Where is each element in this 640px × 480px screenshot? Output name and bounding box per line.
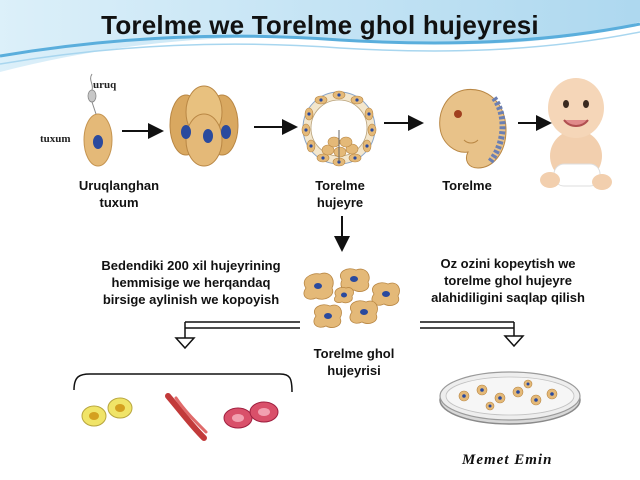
branch-left-connector — [174, 321, 300, 350]
sperm-label: uruq — [93, 79, 117, 91]
branch-right-connector — [420, 321, 525, 348]
embryonic-cell-label: Torelme hujeyre — [315, 178, 365, 210]
yellow-cells — [81, 397, 133, 427]
slide-title: Torelme we Torelme ghol hujeyresi — [101, 10, 539, 40]
fertilized-egg-label: Uruqlanghan tuxum — [78, 178, 160, 210]
author-signature: Memet Emin — [462, 452, 553, 468]
differentiation-label: Bedendiki 200 xil hujeyrining hemmisige … — [101, 258, 281, 307]
embryo-label: Torelme — [442, 178, 492, 193]
baby-photo-illustration — [540, 78, 612, 190]
red-blood-cells — [223, 401, 279, 429]
differentiation-bracket — [73, 373, 293, 393]
stem-cell-label: Torelme ghol hujeyrisi — [313, 346, 395, 378]
muscle-cells — [165, 393, 208, 441]
egg-label: tuxum — [40, 133, 71, 145]
blastocyst-illustration — [301, 90, 377, 167]
differentiated-cells-illustration — [81, 393, 279, 441]
fertilized-egg-illustration — [83, 73, 113, 167]
embryo-illustration — [439, 88, 507, 169]
morula-illustration — [169, 85, 239, 167]
petri-dish-illustration — [439, 371, 581, 425]
stem-cell-cluster-illustration — [303, 268, 400, 328]
self-renewal-label: Oz ozini kopeytish we torelme ghol hujey… — [431, 256, 585, 305]
